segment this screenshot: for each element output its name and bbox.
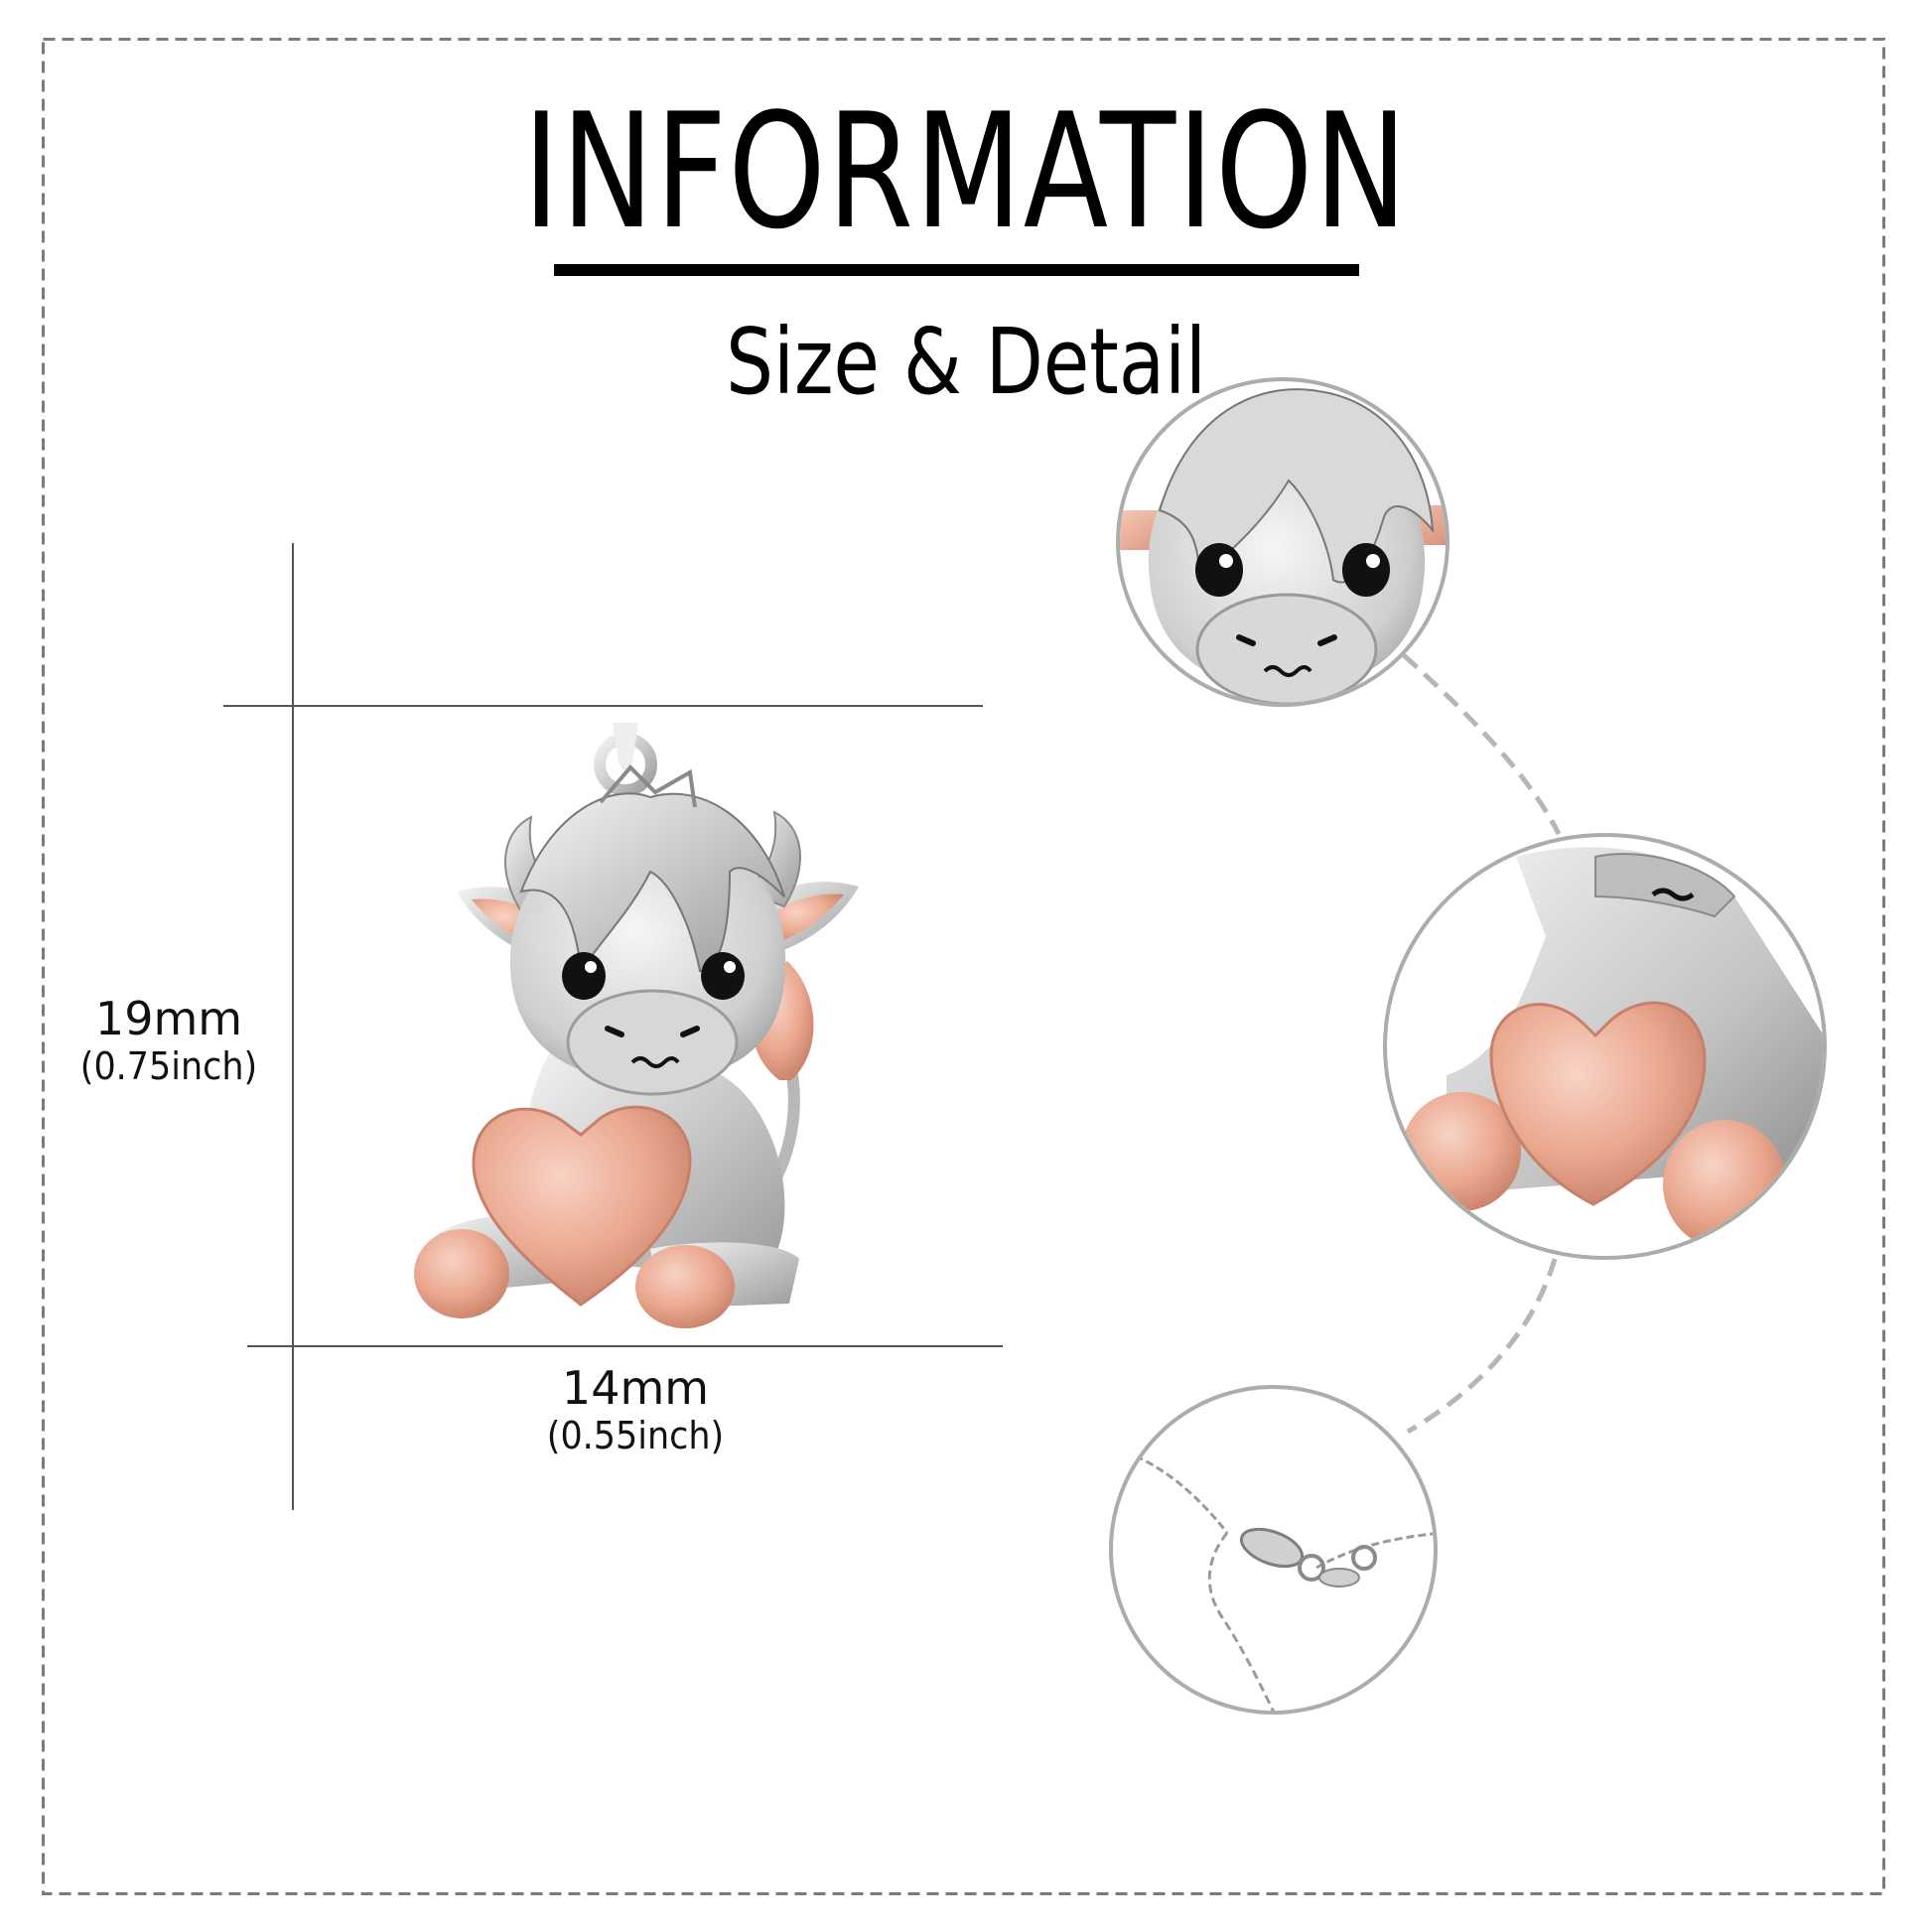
detail-circle-chain <box>1109 1385 1438 1715</box>
height-inch: (0.75inch) <box>79 1044 258 1088</box>
detail-circle-heart <box>1383 833 1827 1260</box>
chain-icon <box>1113 1447 1434 1711</box>
heart-icon <box>1402 847 1823 1249</box>
cow-pendant-icon <box>402 723 889 1328</box>
frame-border <box>42 38 1885 1895</box>
subtitle-text: Size & Detail <box>726 309 1206 415</box>
detail-circle-face <box>1116 377 1449 707</box>
width-mm: 14mm <box>561 1361 710 1415</box>
height-label: 19mm (0.75inch) <box>60 993 278 1088</box>
bottom-reference-line <box>247 1345 1003 1347</box>
height-dimension-line <box>292 543 294 1510</box>
height-mm: 19mm <box>94 992 243 1045</box>
title-underline <box>554 264 1359 276</box>
page-subtitle: Size & Detail <box>0 303 1932 422</box>
title-text: INFORMATION <box>522 78 1410 264</box>
width-inch: (0.55inch) <box>546 1414 725 1457</box>
dashed-frame <box>42 38 1885 1895</box>
width-label: 14mm (0.55inch) <box>526 1362 745 1457</box>
page-title: INFORMATION <box>0 87 1932 256</box>
top-reference-line <box>223 705 983 707</box>
cow-face-icon <box>1120 388 1446 703</box>
